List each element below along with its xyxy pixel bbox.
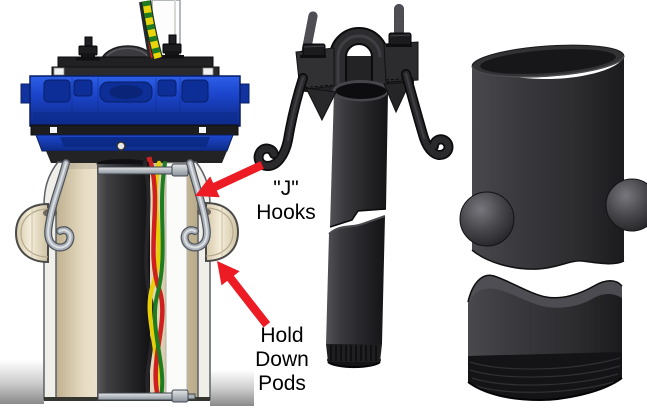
pod-ball-right — [605, 178, 647, 232]
hold-down-bolt-left — [76, 36, 100, 61]
black-j-hook-right — [401, 69, 454, 160]
clamp-tab-left — [305, 87, 337, 122]
well-casing-cutaway — [43, 159, 211, 403]
hold-down-pod-right — [197, 201, 240, 263]
housing-base-band — [46, 151, 227, 163]
hose-clamp-bottom — [97, 389, 196, 403]
pod-sleeve-rim — [471, 44, 625, 78]
j-hooks-label-line2: Hooks — [256, 201, 316, 224]
power-cable — [139, 0, 163, 60]
hold-down-pods-label-line3: Pods — [258, 372, 306, 395]
j-hooks-arrow-icon — [195, 161, 264, 198]
ground-surface-left — [0, 360, 44, 404]
hold-down-pods-label-line1: Hold — [260, 324, 304, 347]
hold-down-pod-cylinder — [459, 44, 647, 402]
hold-down-bolt-right — [160, 34, 184, 59]
drain-hole — [116, 141, 126, 151]
clamp-plate-right — [383, 41, 419, 83]
j-hook-rod-right — [180, 159, 211, 252]
j-hook-rod-left — [44, 159, 75, 252]
pump-column — [97, 164, 150, 397]
hold-down-pods-label-line2: Down — [255, 348, 309, 371]
blue-pump-housing — [20, 75, 250, 163]
housing-clamp-ring — [30, 124, 239, 136]
pump-and-casing-cutaway — [0, 0, 254, 406]
annotation-arrows — [195, 161, 271, 328]
j-hooks-label-line1: "J" — [273, 177, 299, 200]
tool-pipe-lower — [326, 216, 385, 344]
hold-down-pods-arrow-icon — [217, 261, 271, 328]
j-hook-tool-assembly — [253, 4, 454, 369]
j-hooks-label: "J" Hooks — [240, 177, 332, 225]
ground-surface-right — [210, 370, 254, 406]
tool-pipe — [326, 80, 390, 369]
pod-ball-left — [459, 191, 515, 247]
cable-bundle — [143, 160, 167, 400]
tool-pipe-threads — [326, 344, 382, 362]
drop-pipe-lower — [165, 162, 188, 398]
hold-down-pods-label: Hold Down Pods — [232, 324, 332, 396]
pod-sleeve-inner-lip — [468, 275, 622, 308]
black-j-hook-left — [253, 73, 308, 172]
hose-clamp-top — [97, 163, 196, 177]
tool-pipe-upper — [330, 92, 388, 227]
clamp-tab-right — [383, 81, 411, 114]
clamp-nut-left — [300, 43, 326, 58]
clamp-nut-right — [386, 32, 412, 47]
u-loop-handle — [329, 27, 389, 85]
